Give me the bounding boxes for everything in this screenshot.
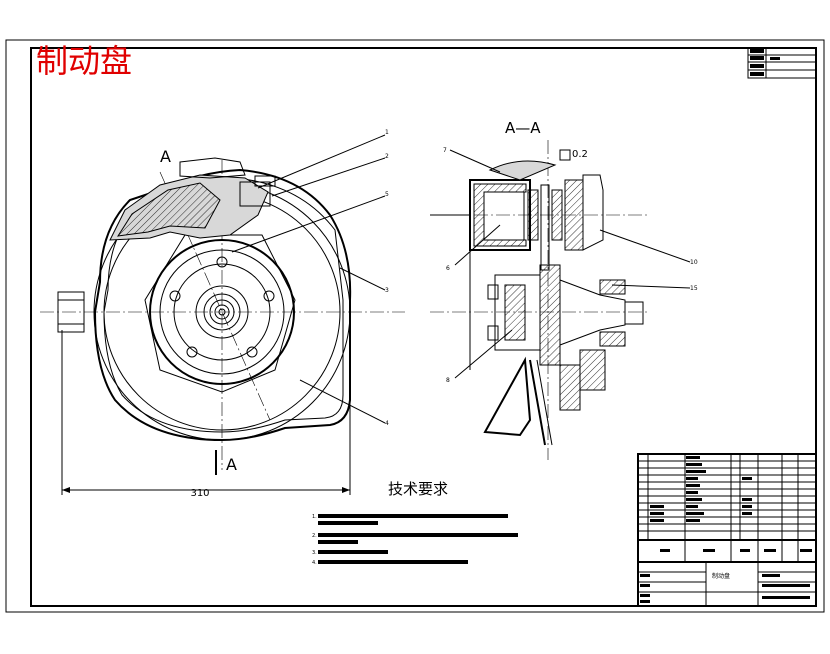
- title-block: 制动盘: [637, 453, 817, 607]
- technical-requirements: 技术要求 1. 2. 3. 4.: [312, 480, 518, 566]
- front-label-1: 1: [385, 129, 389, 136]
- tech-req-heading: 技术要求: [388, 480, 448, 498]
- front-view: 310 A A 1 2 5 3 4: [40, 129, 405, 499]
- section-label-10: 10: [690, 259, 698, 266]
- inner-border: [30, 47, 817, 607]
- drawing-title: 制动盘: [36, 42, 132, 80]
- top-right-table: [747, 47, 817, 79]
- tolerance-value: 0.2: [572, 149, 588, 160]
- front-label-4: 3: [385, 287, 389, 294]
- section-label-8: 8: [446, 377, 450, 384]
- front-label-2: 2: [385, 153, 389, 160]
- tech-req-line-1: 1.: [312, 514, 317, 520]
- tech-req-line-2: 2.: [312, 533, 317, 539]
- view-marker-bottom: A: [226, 455, 237, 474]
- section-label: A—A: [505, 119, 541, 137]
- front-label-3: 5: [385, 191, 389, 198]
- outer-border: [5, 39, 825, 613]
- section-view: A—A 0.2: [430, 119, 698, 460]
- section-label-6: 6: [446, 265, 450, 272]
- section-label-15: 15: [690, 285, 698, 292]
- tech-req-line-4: 4.: [312, 560, 317, 566]
- section-label-7: 7: [443, 147, 447, 154]
- tech-req-line-3: 3.: [312, 550, 317, 556]
- title-block-drawing-name: 制动盘: [712, 572, 730, 580]
- dimension-width: 310: [190, 488, 209, 499]
- view-marker-top: A: [160, 147, 171, 166]
- front-label-5: 4: [385, 420, 389, 427]
